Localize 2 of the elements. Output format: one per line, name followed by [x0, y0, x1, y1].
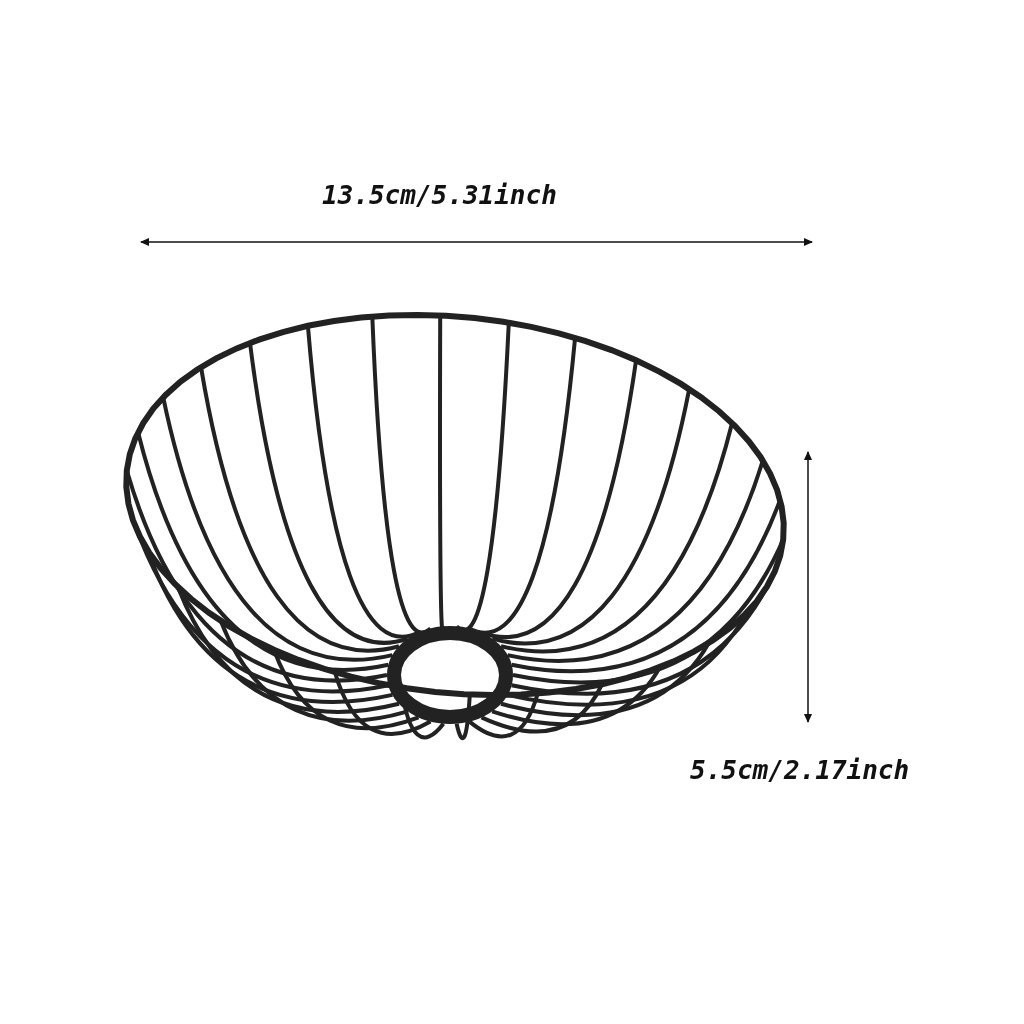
dimension-label: 13.5cm/5.31inch — [322, 180, 557, 210]
dimension-label: 5.5cm/2.17inch — [690, 755, 910, 785]
